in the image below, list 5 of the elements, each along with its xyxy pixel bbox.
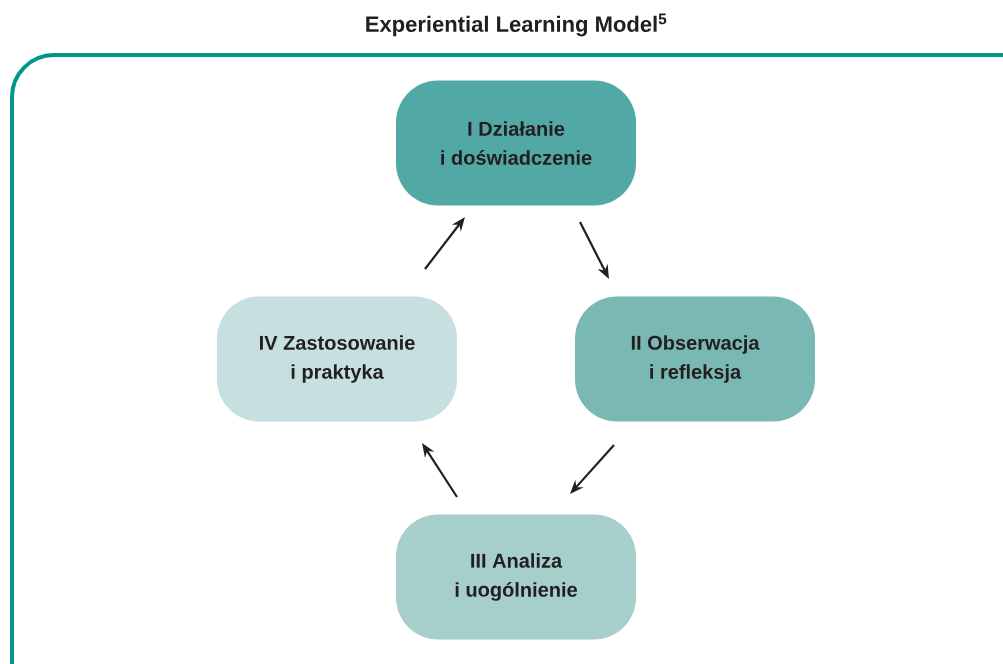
process-box: I Działanie i doświadczenie: [396, 80, 636, 206]
title: Experiential Learning Model$^{5}$: [366, 13, 667, 37]
process-box: III Analiza i uogólnienie: [396, 514, 636, 640]
process-box: IV Zastosowanie i praktyka: [217, 296, 457, 422]
process-box: II Obserwacja i refleksja: [575, 296, 815, 422]
